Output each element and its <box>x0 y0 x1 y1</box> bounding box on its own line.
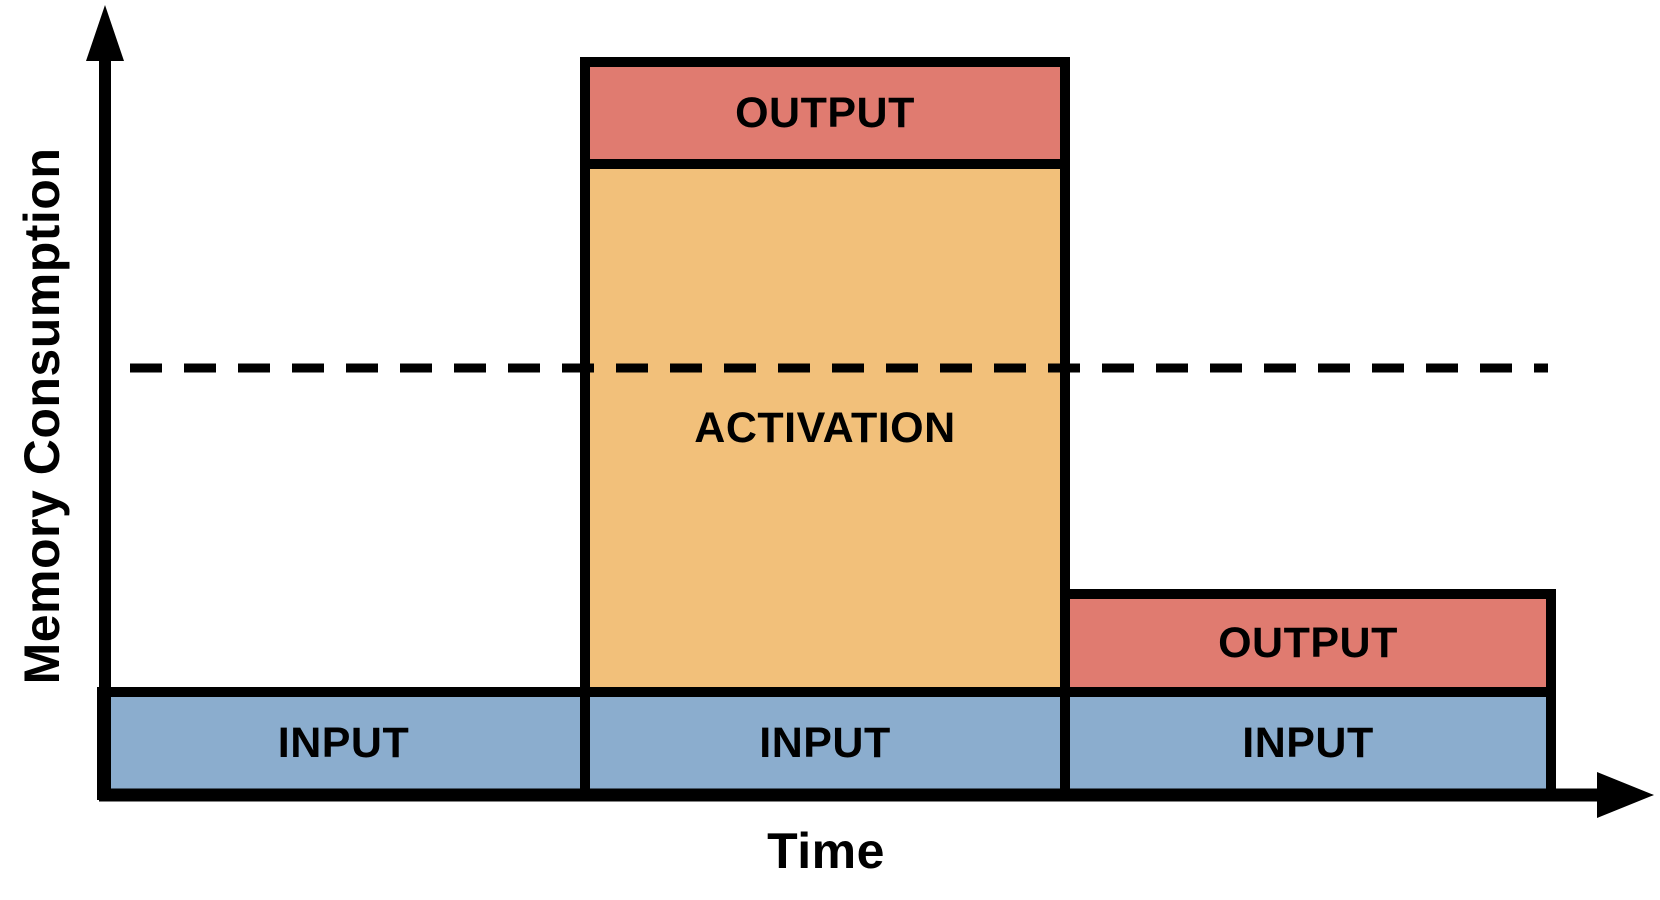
output-block-rect-step2 <box>580 57 1070 169</box>
output-block-rect-step3 <box>1060 589 1556 697</box>
input-block-rect-step1 <box>97 687 590 800</box>
activation-block-rect-step2 <box>580 159 1070 697</box>
input-block-rect-step2 <box>580 687 1070 800</box>
input-block-rect-step3 <box>1060 687 1556 800</box>
y-axis-arrowhead-icon <box>86 5 124 61</box>
x-axis-arrowhead-icon <box>1597 772 1654 818</box>
